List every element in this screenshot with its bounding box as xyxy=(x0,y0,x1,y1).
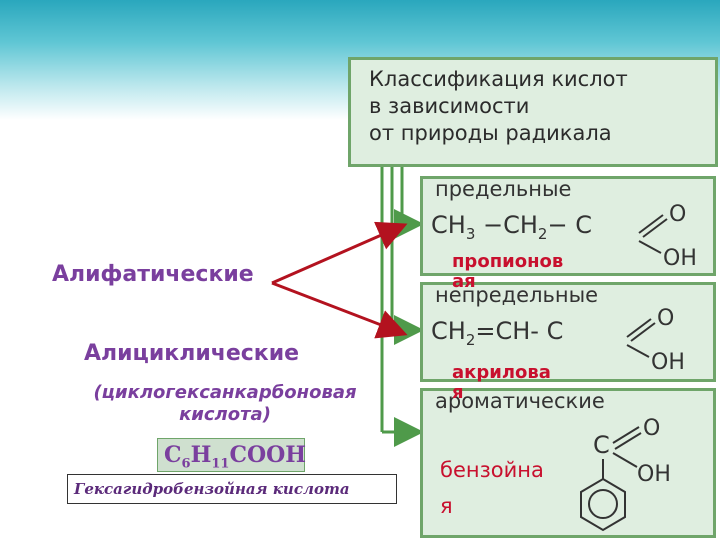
alicyclic-note: (циклогексанкарбоновая кислота) xyxy=(60,382,390,426)
red-arrow-to-saturated xyxy=(271,221,408,285)
title-line-3: от природы радикала xyxy=(369,121,612,145)
label-alicyclic: Алициклические xyxy=(84,341,300,366)
acid-name-line: акрилова xyxy=(452,362,551,383)
title-line-1: Классификация кислот xyxy=(369,67,628,91)
formula-subscript: 2 xyxy=(537,224,548,243)
acid-name-line: бензойна xyxy=(440,458,544,482)
category-label-aromatic: ароматические xyxy=(435,389,605,413)
red-arrows xyxy=(271,221,408,339)
carboxyl-o: O xyxy=(643,416,660,441)
carboxyl-oh: OH xyxy=(663,246,697,269)
formula-part: − C xyxy=(547,211,592,239)
acid-name-benzoic: бензойна я xyxy=(440,452,544,524)
formula-subscript: 3 xyxy=(465,224,476,243)
category-box-unsaturated: непредельные CH2=CH- C O OH xyxy=(420,282,716,382)
category-box-aromatic: ароматические C O OH xyxy=(420,388,716,538)
alicyclic-note-line: (циклогексанкарбоновая xyxy=(93,382,357,403)
formula-part: H xyxy=(190,442,212,468)
label-aliphatic: Алифатические xyxy=(52,262,254,287)
carboxyl-o: O xyxy=(657,306,674,331)
formula-part: −CH xyxy=(475,211,538,239)
hexahydrobenzoic-acid-label: Гексагидробензойная кислота xyxy=(67,474,397,504)
carboxyl-group-1: O OH xyxy=(638,202,697,269)
carboxyl-group-2: O OH xyxy=(626,306,685,375)
acid-name-line: я xyxy=(452,382,464,403)
formula-part: COOH xyxy=(229,442,307,468)
carboxyl-oh: OH xyxy=(651,350,685,375)
category-label-saturated: предельные xyxy=(435,177,572,201)
category-label-unsaturated: непредельные xyxy=(435,283,599,307)
formula-subscript: 2 xyxy=(465,330,476,349)
benzoic-acid-structure: C O OH xyxy=(580,416,671,532)
category-box-saturated: предельные CH3 −CH2− C O OH xyxy=(420,176,716,276)
formula-part: CH xyxy=(431,317,466,345)
red-arrow-to-unsaturated xyxy=(271,281,408,339)
acid-name-line: пропионов xyxy=(452,251,564,272)
formula-c6h11cooh: C6H11COOH xyxy=(157,438,307,472)
formula-subscript: 11 xyxy=(211,456,230,472)
formula-subscript: 6 xyxy=(181,456,191,472)
acid-name-propionic: пропионов ая xyxy=(452,252,563,292)
carboxyl-o: O xyxy=(669,202,686,227)
formula-acrylic: CH2=CH- C xyxy=(431,317,563,349)
benzene-ring-icon xyxy=(580,477,626,532)
acid-name-line: ая xyxy=(452,271,476,292)
acid-name-acrylic: акрилова я xyxy=(452,363,551,403)
classification-title-box: Классификация кислот в зависимости от пр… xyxy=(348,57,718,167)
alicyclic-note-line: кислота) xyxy=(179,404,271,425)
acid-name-line: я xyxy=(440,494,453,518)
formula-part: - C xyxy=(530,317,564,345)
formula-part: CH xyxy=(431,211,466,239)
carboxyl-c: C xyxy=(593,431,610,459)
formula-propionic: CH3 −CH2− C xyxy=(431,211,592,243)
formula-part: C xyxy=(164,442,182,468)
title-line-2: в зависимости xyxy=(369,94,530,118)
carboxyl-oh: OH xyxy=(637,462,671,487)
formula-part: =CH xyxy=(475,317,531,345)
